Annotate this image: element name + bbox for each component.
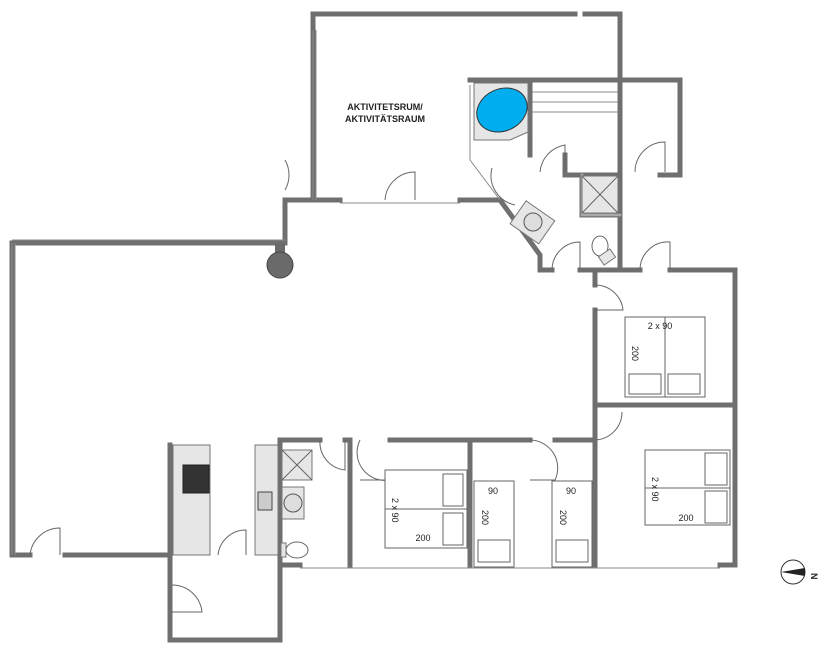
activity-room-label: AKTIVITETSRUM/ bbox=[347, 102, 423, 112]
stove-icon bbox=[182, 464, 210, 494]
bed-length-label: 200 bbox=[558, 510, 568, 525]
bed-length-label: 200 bbox=[678, 513, 693, 523]
column bbox=[266, 243, 294, 279]
bed-width-label: 2 x 90 bbox=[650, 477, 660, 502]
activity-room-label-de: AKTIVITÄTSRAUM bbox=[345, 114, 425, 124]
bed-length-label: 200 bbox=[630, 346, 640, 361]
bed-width-label: 2 x 90 bbox=[390, 498, 400, 523]
bathroom-fixtures bbox=[280, 82, 619, 559]
compass-icon: N bbox=[780, 559, 819, 585]
bed-length-label: 200 bbox=[415, 533, 430, 543]
kitchen-counter bbox=[172, 444, 279, 556]
beds bbox=[384, 316, 731, 568]
doors bbox=[29, 141, 671, 613]
bed-width-label: 90 bbox=[488, 486, 498, 496]
pool-icon bbox=[476, 87, 528, 133]
bed-length-label: 200 bbox=[480, 510, 490, 525]
windows bbox=[11, 30, 720, 569]
compass-north-label: N bbox=[809, 573, 819, 580]
bed-width-label: 2 x 90 bbox=[648, 321, 673, 331]
bed-width-label: 90 bbox=[566, 486, 576, 496]
sink-icon bbox=[257, 491, 273, 511]
